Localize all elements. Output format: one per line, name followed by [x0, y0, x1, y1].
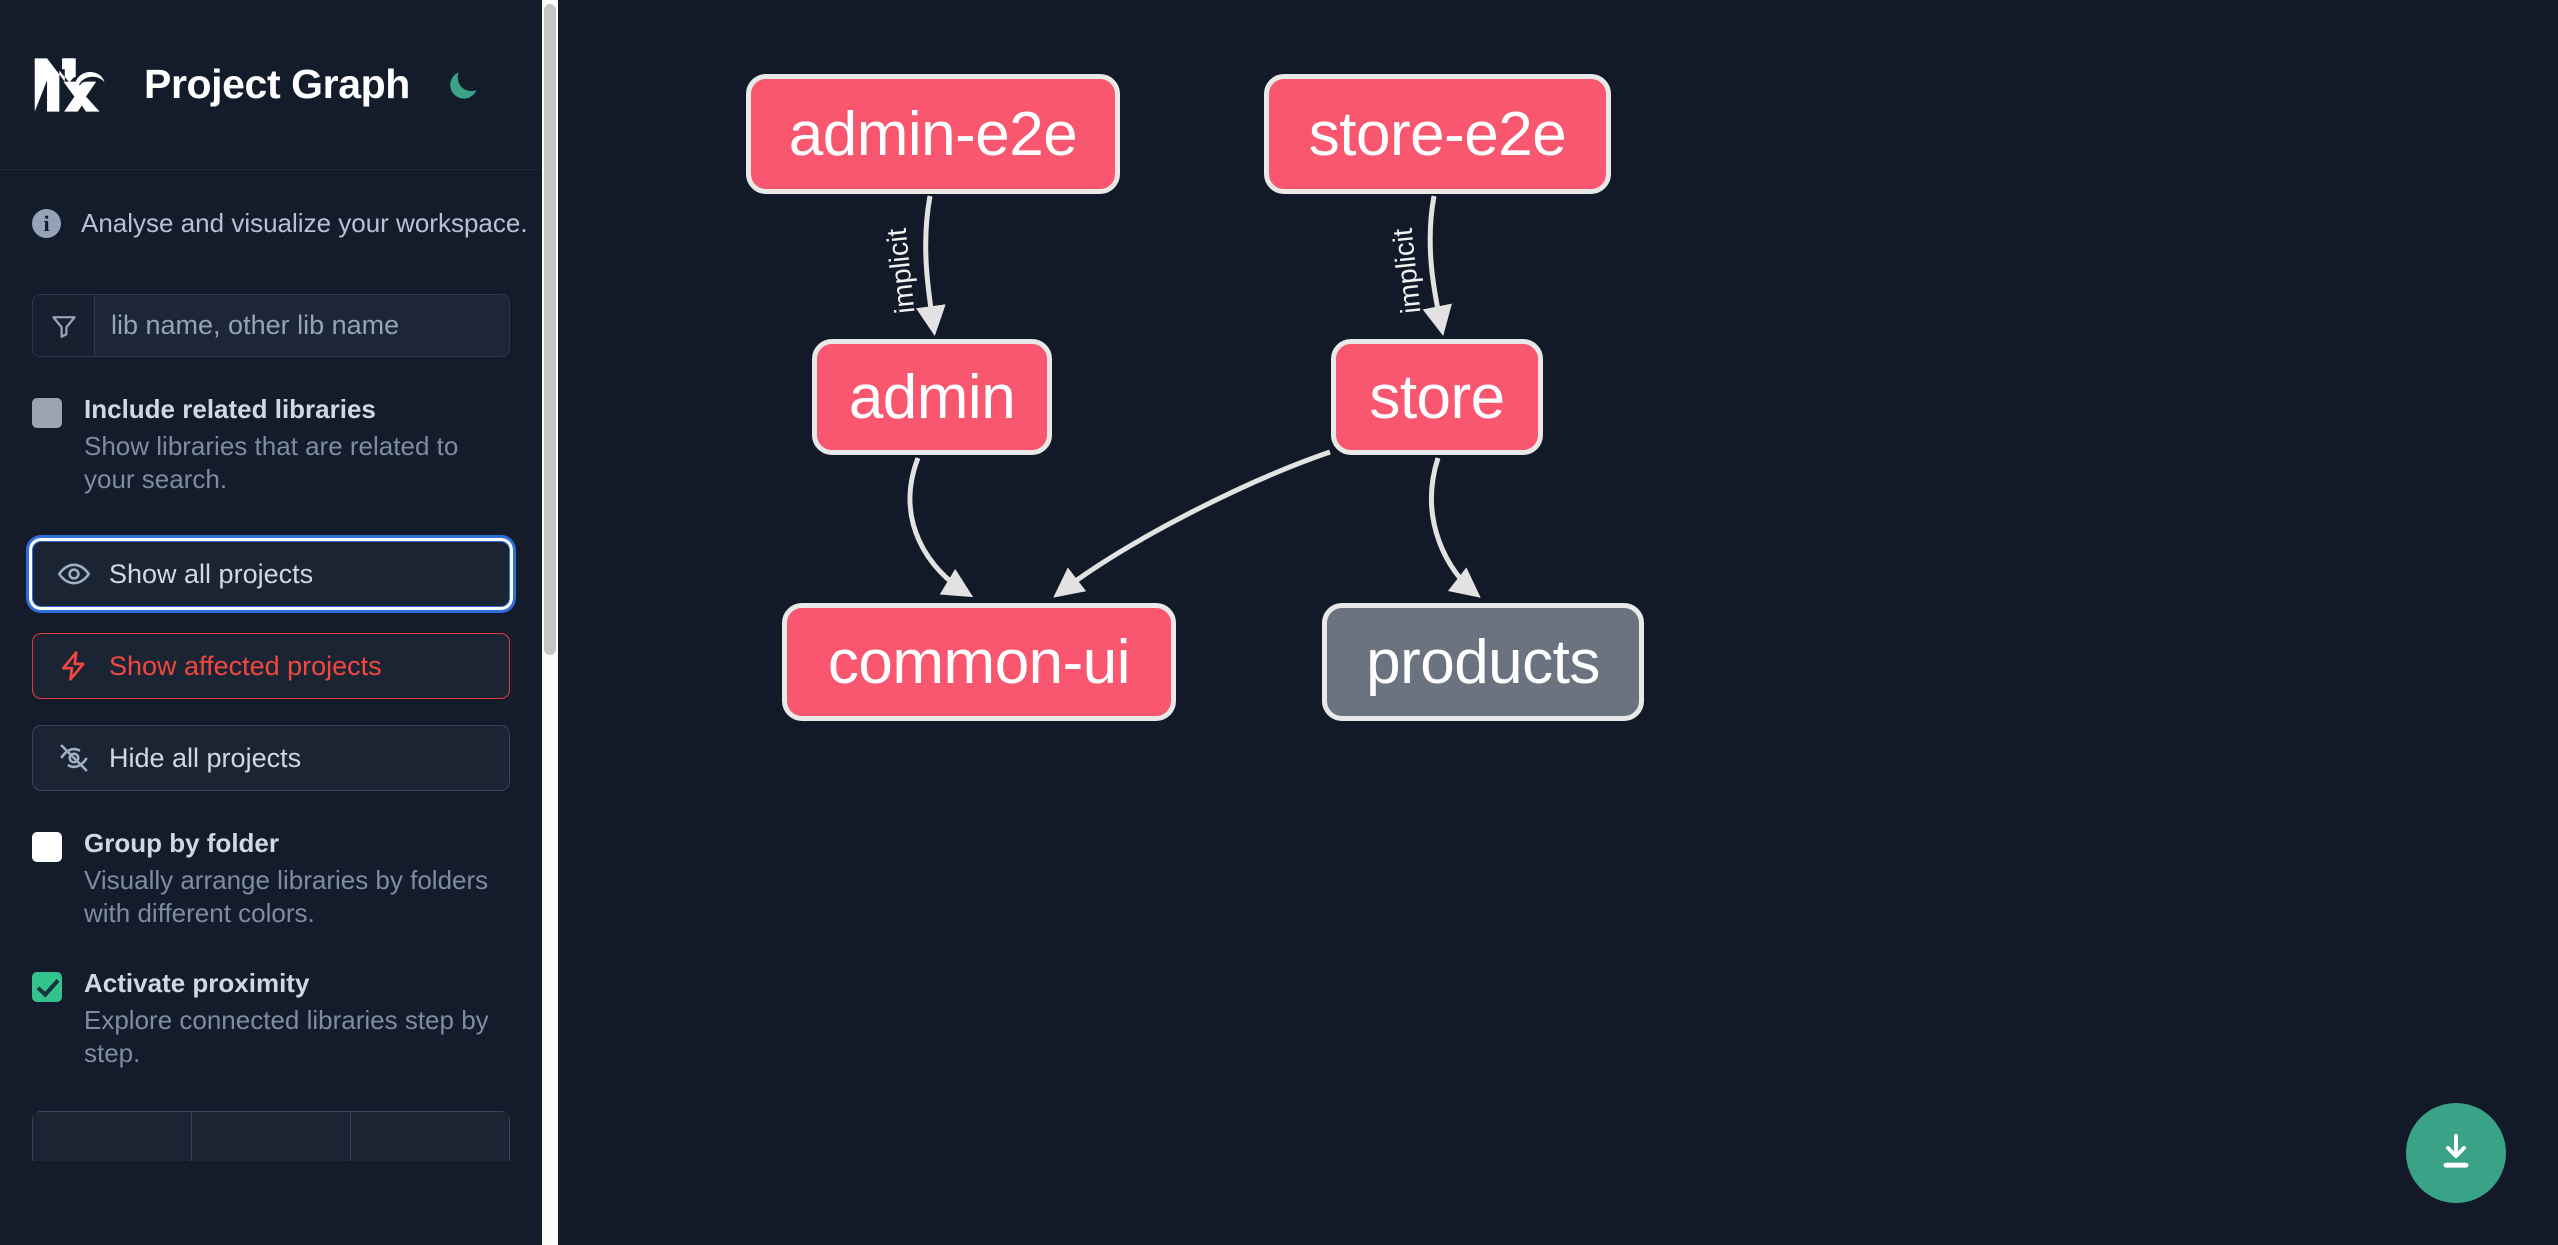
search-input[interactable] — [95, 295, 509, 356]
graph-node-store[interactable]: store — [1331, 339, 1543, 455]
proximity-segment-3[interactable] — [350, 1111, 510, 1162]
edge-store-e2e-to-store — [1422, 195, 1453, 336]
checkbox-activate-proximity[interactable]: Activate proximity Explore connected lib… — [32, 967, 510, 1071]
edge-store-to-products — [1429, 457, 1481, 598]
sidebar-content: Project Graph i Analyse and visualize yo… — [0, 0, 542, 1245]
download-icon — [2432, 1128, 2480, 1179]
graph-node-store-e2e[interactable]: store-e2e — [1264, 74, 1611, 194]
edge-store-to-common-ui — [1053, 449, 1331, 598]
group-by-folder-label: Group by folder — [84, 828, 279, 859]
lightning-bolt-icon — [57, 649, 97, 683]
graph-node-common-ui[interactable]: common-ui — [782, 603, 1176, 721]
include-related-libraries-checkbox[interactable] — [32, 398, 62, 428]
edge-label-implicit-admin: implicit — [881, 227, 921, 316]
proximity-segmented-control[interactable] — [32, 1111, 510, 1162]
moon-icon[interactable] — [440, 62, 486, 108]
sidebar: Project Graph i Analyse and visualize yo… — [0, 0, 558, 1245]
show-affected-projects-label: Show affected projects — [109, 650, 382, 681]
activate-proximity-label: Activate proximity — [84, 968, 310, 999]
hide-all-projects-button[interactable]: Hide all projects — [32, 725, 510, 792]
workspace-info: i Analyse and visualize your workspace. — [32, 170, 528, 249]
sidebar-header: Project Graph — [0, 0, 542, 170]
graph-canvas[interactable]: implicit implicit admin-e2e store-e2e ad… — [558, 0, 2558, 1245]
edge-admin-e2e-to-admin — [915, 195, 946, 336]
eye-icon — [57, 557, 97, 591]
edge-admin-to-common-ui — [907, 457, 974, 598]
info-icon: i — [32, 209, 61, 238]
graph-node-admin[interactable]: admin — [812, 339, 1052, 455]
workspace-info-text: Analyse and visualize your workspace. — [81, 208, 528, 238]
show-all-projects-label: Show all projects — [109, 558, 314, 589]
graph-node-admin-e2e[interactable]: admin-e2e — [746, 74, 1120, 194]
page-title: Project Graph — [144, 61, 410, 107]
eye-off-icon — [57, 741, 97, 775]
checkbox-group-by-folder[interactable]: Group by folder Visually arrange librari… — [32, 827, 510, 931]
project-visibility-actions: Show all projects Show affected projects — [32, 541, 510, 792]
checkbox-include-related-libraries[interactable]: Include related libraries Show libraries… — [32, 393, 510, 497]
edge-label-implicit-store: implicit — [1387, 227, 1427, 316]
download-image-button[interactable] — [2406, 1103, 2506, 1203]
graph-node-products[interactable]: products — [1322, 603, 1644, 721]
show-affected-projects-button[interactable]: Show affected projects — [32, 633, 510, 700]
nx-logo-icon — [32, 54, 114, 116]
group-by-folder-checkbox[interactable] — [32, 832, 62, 863]
include-related-libraries-description: Show libraries that are related to your … — [84, 430, 459, 495]
graph-edges: implicit implicit — [879, 195, 1481, 598]
show-all-projects-button[interactable]: Show all projects — [32, 541, 510, 608]
activate-proximity-checkbox[interactable] — [32, 972, 62, 1003]
hide-all-projects-label: Hide all projects — [109, 742, 302, 773]
proximity-segment-1[interactable] — [32, 1111, 191, 1162]
sidebar-scrollbar[interactable] — [542, 0, 558, 1245]
proximity-segment-2[interactable] — [191, 1111, 350, 1162]
filter-funnel-icon[interactable] — [33, 295, 95, 356]
group-by-folder-description: Visually arrange libraries by folders wi… — [84, 864, 489, 929]
activate-proximity-description: Explore connected libraries step by step… — [84, 1004, 489, 1069]
include-related-libraries-label: Include related libraries — [84, 394, 376, 424]
sidebar-controls: i Analyse and visualize your workspace. — [0, 170, 542, 1162]
filter-field[interactable] — [32, 294, 510, 357]
sidebar-scrollbar-thumb[interactable] — [544, 4, 556, 655]
